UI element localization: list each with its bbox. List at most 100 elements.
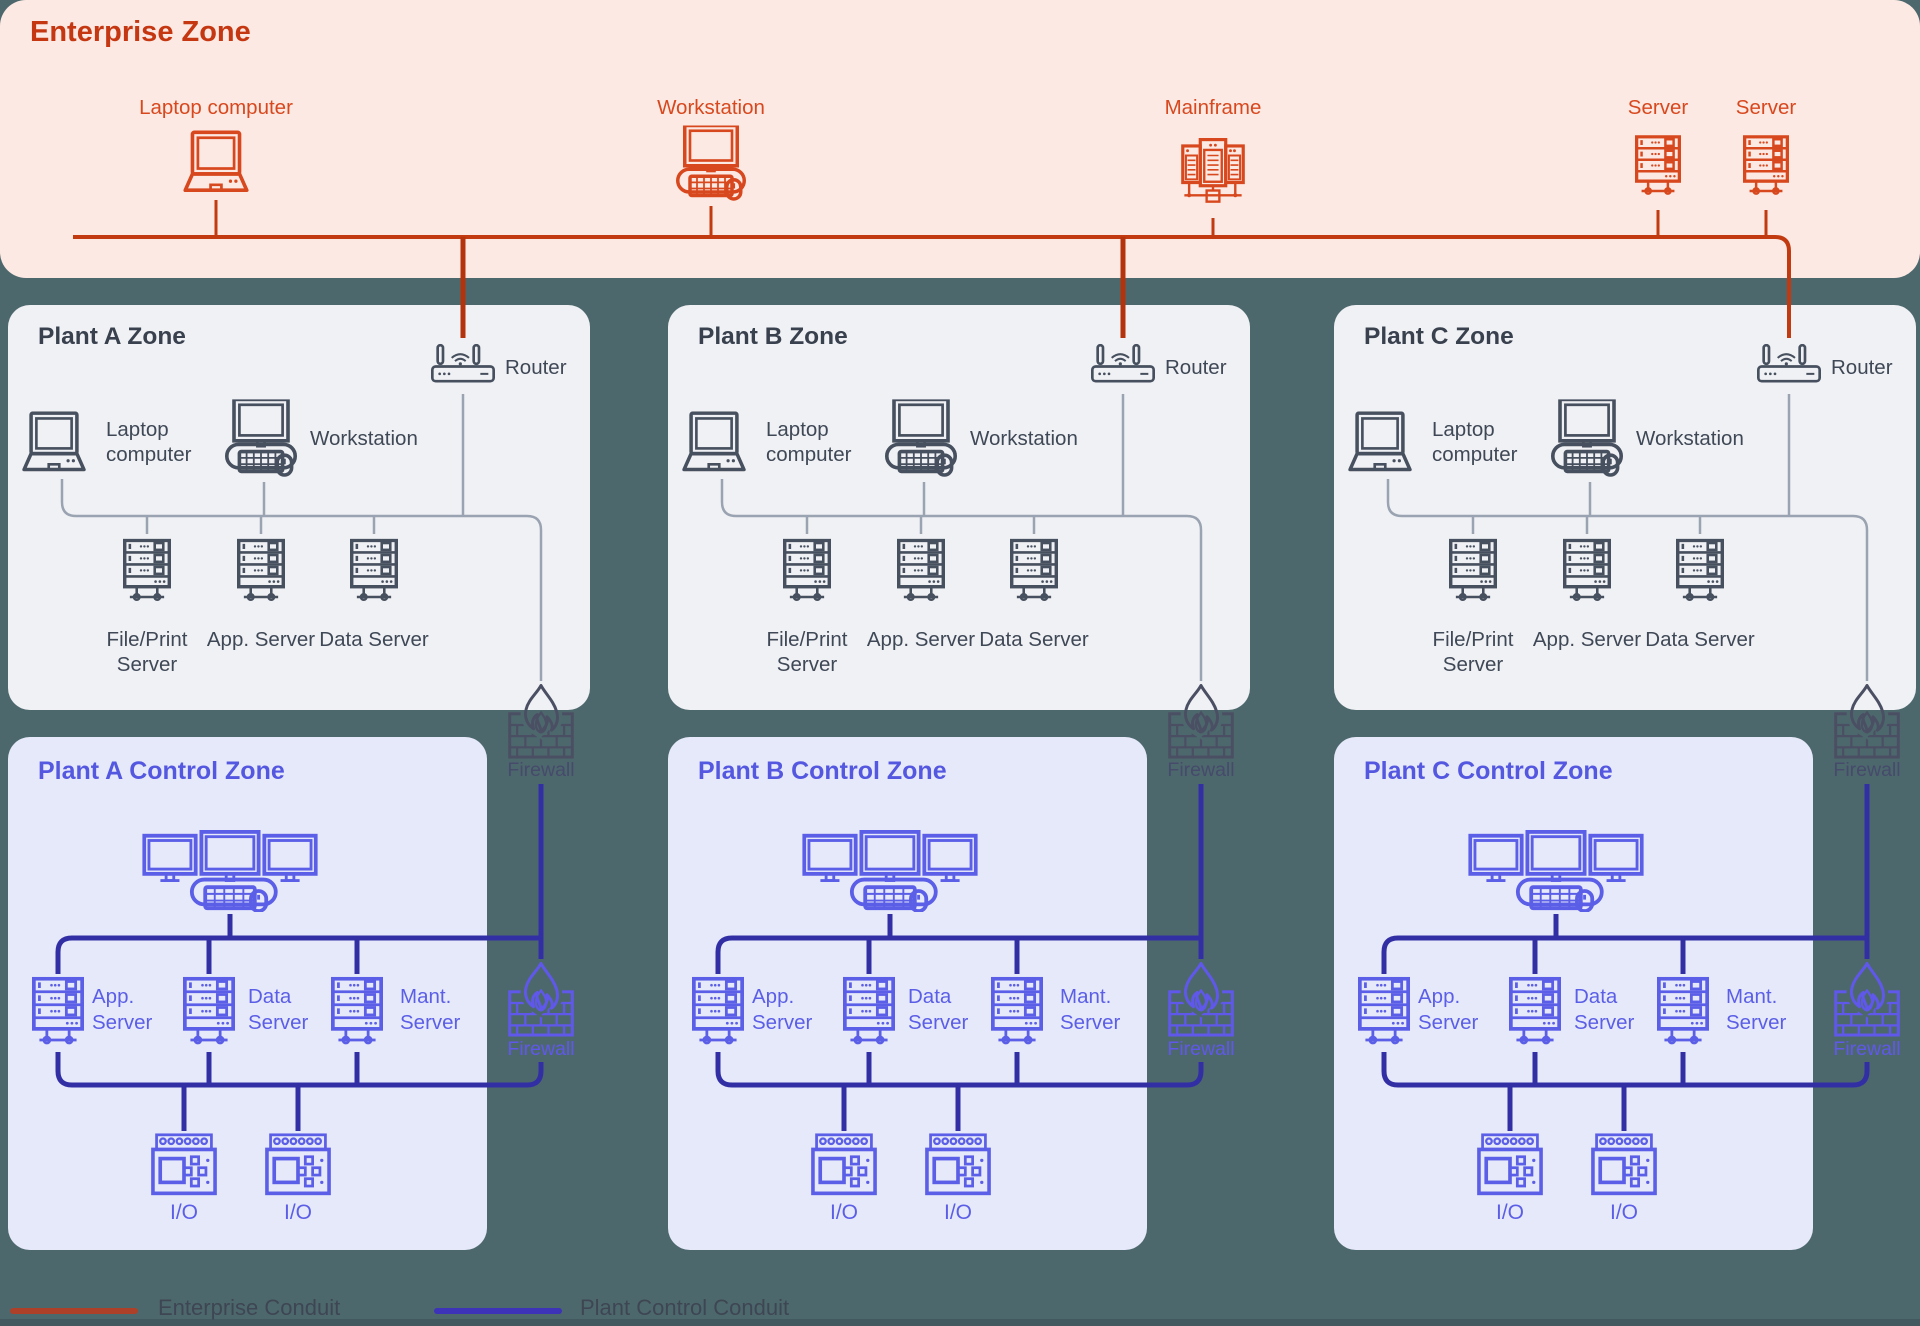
plant-b-zone-title: Plant B Zone	[698, 323, 848, 350]
plant-c-control-zone-panel	[1334, 737, 1813, 1250]
enterprise-server2-label: Server	[1735, 96, 1797, 119]
router-label: Router	[1165, 356, 1227, 379]
data-server-icon	[183, 973, 235, 1055]
io-label: I/O	[169, 1201, 198, 1224]
hmi-monitors-icon	[1466, 830, 1646, 912]
data-server-label: Data Server	[248, 985, 309, 1034]
mant-server-icon	[991, 973, 1043, 1055]
plant-b-control-zone-title: Plant B Control Zone	[698, 757, 947, 785]
firewall-icon	[507, 962, 575, 1038]
plant-c-control-zone-title: Plant C Control Zone	[1364, 757, 1613, 785]
bottom-edge-strip	[0, 1319, 1920, 1326]
file-print-server-label: File/Print Server	[1432, 628, 1514, 676]
app-server-label: App. Server	[92, 985, 153, 1034]
io-module-icon	[1477, 1133, 1543, 1197]
app-server-label: App. Server	[1418, 985, 1479, 1034]
workstation-icon	[1551, 398, 1623, 480]
app-server-icon	[1563, 535, 1611, 611]
firewall-label: Firewall	[1167, 759, 1235, 781]
workstation-icon	[885, 398, 957, 480]
enterprise-conduit-swatch	[10, 1308, 138, 1314]
io-module-icon	[151, 1133, 217, 1197]
io-module-icon	[1591, 1133, 1657, 1197]
data-server-label: Data Server	[908, 985, 969, 1034]
enterprise-workstation-label: Workstation	[657, 96, 765, 119]
mainframe-icon	[1178, 130, 1248, 216]
enterprise-mainframe-label: Mainframe	[1164, 96, 1262, 119]
mant-server-icon	[331, 973, 383, 1055]
mant-server-label: Mant. Server	[1060, 985, 1121, 1034]
plant-a-control-zone-title: Plant A Control Zone	[38, 757, 285, 785]
enterprise-server1-label: Server	[1627, 96, 1689, 119]
file-print-server-label: File/Print Server	[106, 628, 188, 676]
enterprise-zone-title: Enterprise Zone	[30, 16, 251, 48]
mant-server-label: Mant. Server	[1726, 985, 1787, 1034]
laptop-label: Laptop computer	[106, 418, 192, 466]
plant-control-conduit-legend-label: Plant Control Conduit	[580, 1295, 790, 1320]
app-server-icon	[692, 973, 744, 1055]
io-label: I/O	[1495, 1201, 1524, 1224]
data-server-label: Data Server	[1645, 628, 1755, 651]
app-server-label: App. Server	[1532, 628, 1642, 651]
router-icon	[1091, 337, 1155, 392]
io-module-icon	[811, 1133, 877, 1197]
app-server-icon	[1358, 973, 1410, 1055]
server-icon	[1743, 128, 1789, 208]
firewall-icon	[1833, 962, 1901, 1038]
app-server-icon	[897, 535, 945, 611]
app-server-icon	[237, 535, 285, 611]
data-server-icon	[1010, 535, 1058, 611]
router-label: Router	[1831, 356, 1893, 379]
data-server-icon	[843, 973, 895, 1055]
firewall-label: Firewall	[507, 759, 575, 781]
app-server-label: App. Server	[866, 628, 976, 651]
firewall-label: Firewall	[507, 1038, 575, 1060]
io-label: I/O	[283, 1201, 312, 1224]
app-server-icon	[32, 973, 84, 1055]
enterprise-conduit-legend-label: Enterprise Conduit	[158, 1295, 341, 1320]
firewall-label: Firewall	[1833, 759, 1901, 781]
router-icon	[1757, 337, 1821, 392]
mant-server-icon	[1657, 973, 1709, 1055]
io-label: I/O	[1609, 1201, 1638, 1224]
workstation-icon	[225, 398, 297, 480]
laptop-icon	[17, 411, 91, 477]
data-server-label: Data Server	[979, 628, 1089, 651]
laptop-icon	[677, 411, 751, 477]
firewall-icon	[1833, 684, 1901, 760]
plant-a-control-zone-panel	[8, 737, 487, 1250]
firewall-icon	[1167, 684, 1235, 760]
file-print-server-label: File/Print Server	[766, 628, 848, 676]
data-server-label: Data Server	[1574, 985, 1635, 1034]
workstation-label: Workstation	[970, 427, 1078, 450]
router-icon	[431, 337, 495, 392]
file-print-server-icon	[783, 535, 831, 611]
plant-control-conduit-swatch	[434, 1308, 562, 1314]
laptop-icon	[1343, 411, 1417, 477]
io-label: I/O	[829, 1201, 858, 1224]
hmi-monitors-icon	[140, 830, 320, 912]
router-label: Router	[505, 356, 567, 379]
firewall-icon	[1167, 962, 1235, 1038]
plant-b-control-zone-panel	[668, 737, 1147, 1250]
laptop-label: Laptop computer	[766, 418, 852, 466]
plant-c-zone-title: Plant C Zone	[1364, 323, 1514, 350]
data-server-icon	[1509, 973, 1561, 1055]
data-server-icon	[350, 535, 398, 611]
enterprise-zone-panel	[0, 0, 1920, 278]
enterprise-laptop-label: Laptop computer	[139, 96, 293, 119]
firewall-label: Firewall	[1833, 1038, 1901, 1060]
app-server-label: App. Server	[206, 628, 316, 651]
data-server-icon	[1676, 535, 1724, 611]
server-icon	[1635, 128, 1681, 208]
laptop-icon	[178, 130, 254, 198]
app-server-label: App. Server	[752, 985, 813, 1034]
file-print-server-icon	[123, 535, 171, 611]
mant-server-label: Mant. Server	[400, 985, 461, 1034]
workstation-icon	[676, 124, 746, 204]
workstation-label: Workstation	[310, 427, 418, 450]
io-label: I/O	[943, 1201, 972, 1224]
data-server-label: Data Server	[319, 628, 429, 651]
io-module-icon	[925, 1133, 991, 1197]
